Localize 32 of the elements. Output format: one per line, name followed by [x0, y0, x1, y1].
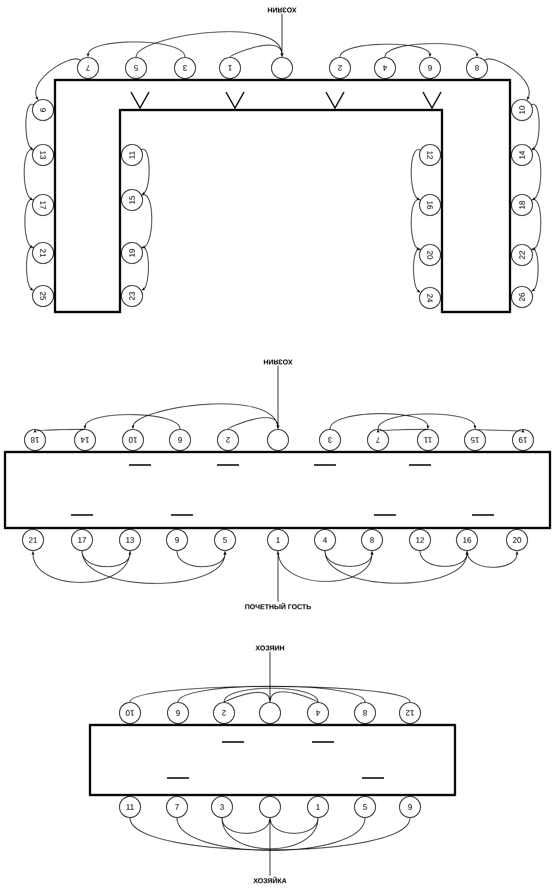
connector-line: [224, 692, 270, 702]
connector-line: [270, 818, 318, 834]
arrow: [26, 104, 34, 150]
arrow: [230, 44, 284, 58]
connector-line: [224, 688, 318, 702]
arrow: [384, 43, 479, 58]
connector-line: [176, 818, 366, 851]
arrow: [141, 148, 150, 195]
arrow: [141, 246, 149, 290]
arrow: [31, 550, 130, 583]
arrow: [330, 413, 430, 430]
connector-line: [270, 691, 318, 702]
connector-line: [178, 686, 366, 702]
arrow: [136, 31, 284, 58]
arrow: [26, 246, 34, 290]
arrow: [376, 428, 428, 434]
connector-line: [222, 818, 270, 834]
arrow: [24, 199, 34, 248]
arrow: [378, 414, 477, 430]
seat-circle: [271, 57, 293, 79]
connector-line: [130, 686, 410, 702]
seat-circle: [267, 429, 289, 451]
seat-circle: [259, 702, 281, 724]
seat-circle: [259, 796, 281, 818]
connector-line: [130, 818, 410, 850]
arrow: [531, 104, 540, 150]
arrow: [141, 194, 152, 248]
arrow: [340, 44, 432, 58]
arrow: [33, 428, 86, 434]
arrow: [413, 248, 421, 292]
arrow: [530, 248, 538, 292]
arrow: [228, 417, 280, 430]
